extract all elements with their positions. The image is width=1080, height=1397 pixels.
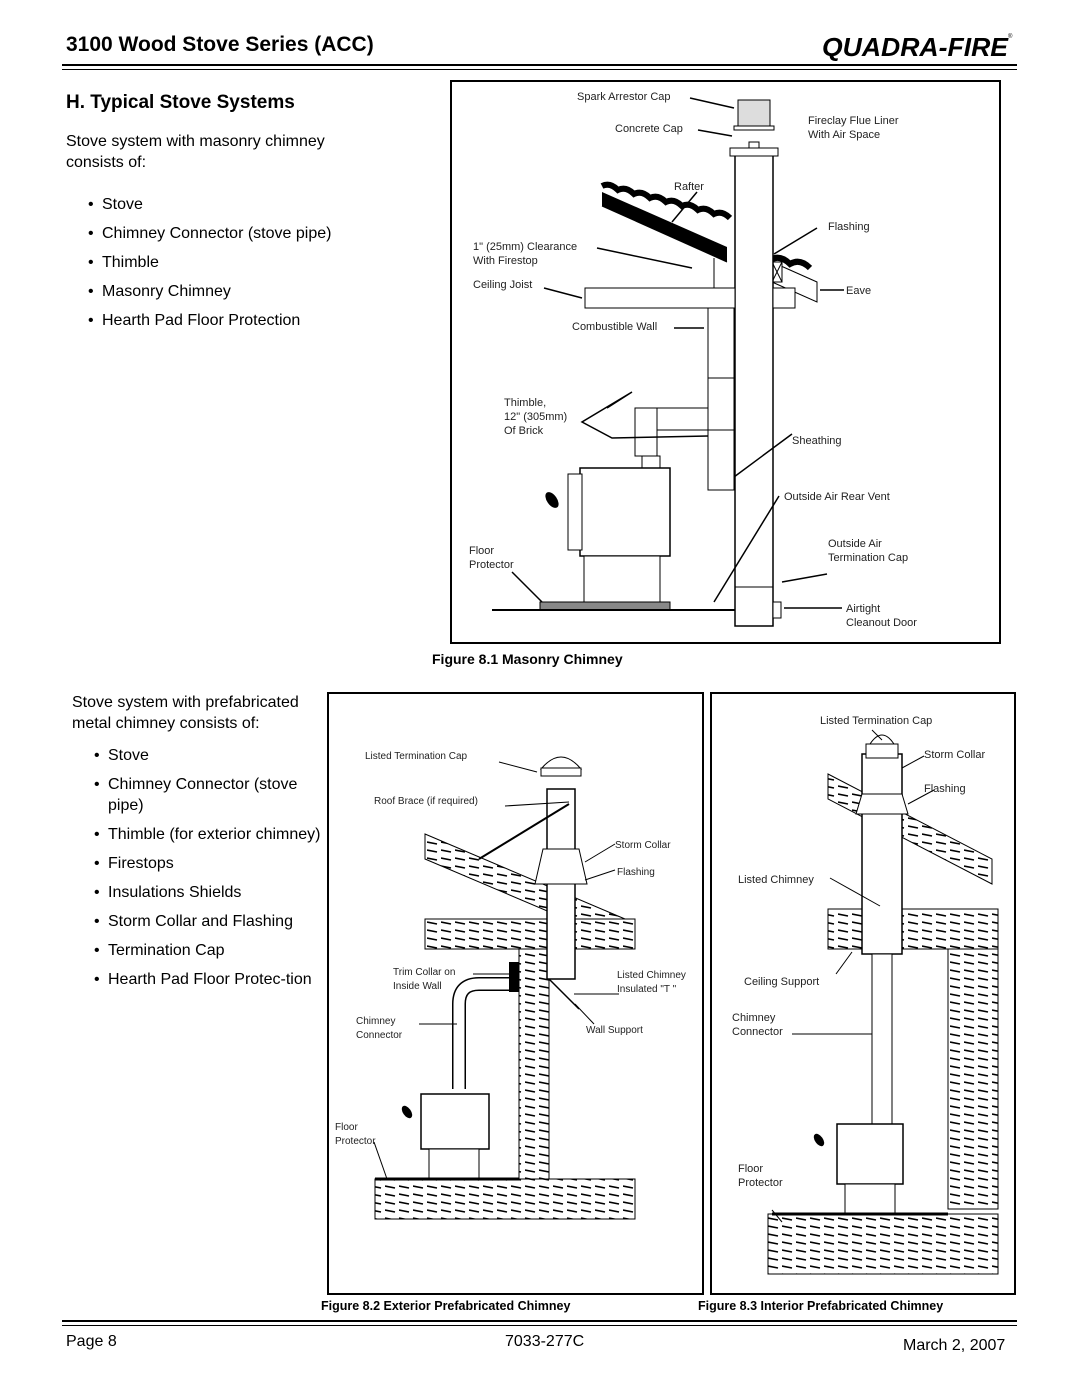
- footer-rule: [62, 1320, 1017, 1322]
- list-item: Stove: [80, 194, 400, 215]
- figure-8-1-caption: Figure 8.1 Masonry Chimney: [432, 651, 623, 667]
- label-cleanout-door: Airtight Cleanout Door: [846, 603, 917, 629]
- document-number: 7033-277C: [505, 1333, 585, 1350]
- prefab-intro: Stove system with prefabricated metal ch…: [72, 694, 299, 732]
- label-floor-protector: Floor Protector: [469, 545, 514, 571]
- list-item: Termination Cap: [86, 940, 324, 961]
- header-rule: [62, 64, 1017, 66]
- label-flashing: Flashing: [617, 867, 655, 878]
- exterior-prefab-diagram: [373, 756, 636, 1220]
- list-item: Insulations Shields: [86, 882, 324, 903]
- prefab-component-list: Stove Chimney Connector (stove pipe) Thi…: [86, 745, 324, 998]
- label-thimble: Thimble, 12" (305mm) Of Brick: [504, 397, 568, 437]
- list-item: Masonry Chimney: [80, 281, 400, 302]
- label-flashing: Flashing: [828, 221, 870, 233]
- header-rule-thin: [62, 69, 1017, 70]
- masonry-component-list: Stove Chimney Connector (stove pipe) Thi…: [80, 194, 400, 339]
- document-date: March 2, 2007: [903, 1337, 1006, 1354]
- label-combustible-wall: Combustible Wall: [572, 321, 658, 333]
- label-concrete-cap: Concrete Cap: [615, 123, 683, 135]
- label-termination-cap: Listed Termination Cap: [365, 751, 468, 762]
- label-fireclay-liner: Fireclay Flue Liner With Air Space: [808, 115, 899, 141]
- figure-8-2-caption: Figure 8.2 Exterior Prefabricated Chimne…: [321, 1299, 571, 1313]
- brand-logo: QUADRA-FIRE ®: [822, 26, 1018, 68]
- label-chimney-connector: Chimney Connector: [732, 1012, 783, 1038]
- label-termination-cap: Listed Termination Cap: [820, 715, 933, 727]
- svg-text:QUADRA-FIRE: QUADRA-FIRE: [822, 32, 1009, 62]
- label-spark-arrestor: Spark Arrestor Cap: [577, 91, 671, 103]
- figure-8-3-caption: Figure 8.3 Interior Prefabricated Chimne…: [698, 1299, 944, 1313]
- list-item: Hearth Pad Floor Protection: [80, 310, 400, 331]
- section-title: H. Typical Stove Systems: [66, 92, 295, 113]
- label-ceiling-joist: Ceiling Joist: [473, 279, 533, 291]
- label-storm-collar: Storm Collar: [615, 840, 671, 851]
- page-header-title: 3100 Wood Stove Series (ACC): [66, 33, 374, 56]
- label-clearance: 1" (25mm) Clearance With Firestop: [473, 241, 578, 267]
- list-item: Thimble: [80, 252, 400, 273]
- label-flashing: Flashing: [924, 783, 966, 795]
- label-listed-chimney: Listed Chimney Insulated "T ": [617, 970, 686, 995]
- list-item: Hearth Pad Floor Protec-tion: [86, 969, 324, 990]
- label-rafter: Rafter: [674, 181, 704, 193]
- label-outside-air-vent: Outside Air Rear Vent: [784, 491, 890, 503]
- label-trim-collar: Trim Collar on Inside Wall: [393, 967, 456, 992]
- figure-masonry-chimney: Spark Arrestor Cap Concrete Cap Fireclay…: [450, 80, 1001, 644]
- masonry-intro: Stove system with masonry chimney consis…: [66, 133, 325, 171]
- figure-interior-prefab-chimney: Listed Termination Cap Storm Collar Flas…: [710, 692, 1016, 1295]
- label-roof-brace: Roof Brace (if required): [374, 796, 478, 807]
- interior-prefab-diagram: [767, 729, 999, 1275]
- label-sheathing: Sheathing: [792, 435, 842, 447]
- label-chimney-connector: Chimney Connector: [356, 1016, 403, 1041]
- list-item: Firestops: [86, 853, 324, 874]
- label-wall-support: Wall Support: [586, 1025, 643, 1036]
- label-floor-protector: Floor Protector: [738, 1163, 783, 1189]
- list-item: Stove: [86, 745, 324, 766]
- page-number: Page 8: [66, 1333, 117, 1350]
- label-ceiling-support: Ceiling Support: [744, 976, 820, 988]
- list-item: Chimney Connector (stove pipe): [86, 774, 324, 816]
- label-outside-air-cap: Outside Air Termination Cap: [828, 538, 909, 564]
- footer-rule-thin: [62, 1325, 1017, 1326]
- svg-text:®: ®: [1008, 33, 1013, 40]
- label-listed-chimney: Listed Chimney: [738, 874, 814, 886]
- label-eave: Eave: [846, 285, 872, 297]
- label-floor-protector: Floor Protector: [335, 1122, 376, 1147]
- masonry-chimney-diagram: [492, 97, 844, 627]
- list-item: Chimney Connector (stove pipe): [80, 223, 400, 244]
- label-storm-collar: Storm Collar: [924, 749, 986, 761]
- list-item: Thimble (for exterior chimney): [86, 824, 324, 845]
- list-item: Storm Collar and Flashing: [86, 911, 324, 932]
- figure-exterior-prefab-chimney: Listed Termination Cap Roof Brace (if re…: [327, 692, 704, 1295]
